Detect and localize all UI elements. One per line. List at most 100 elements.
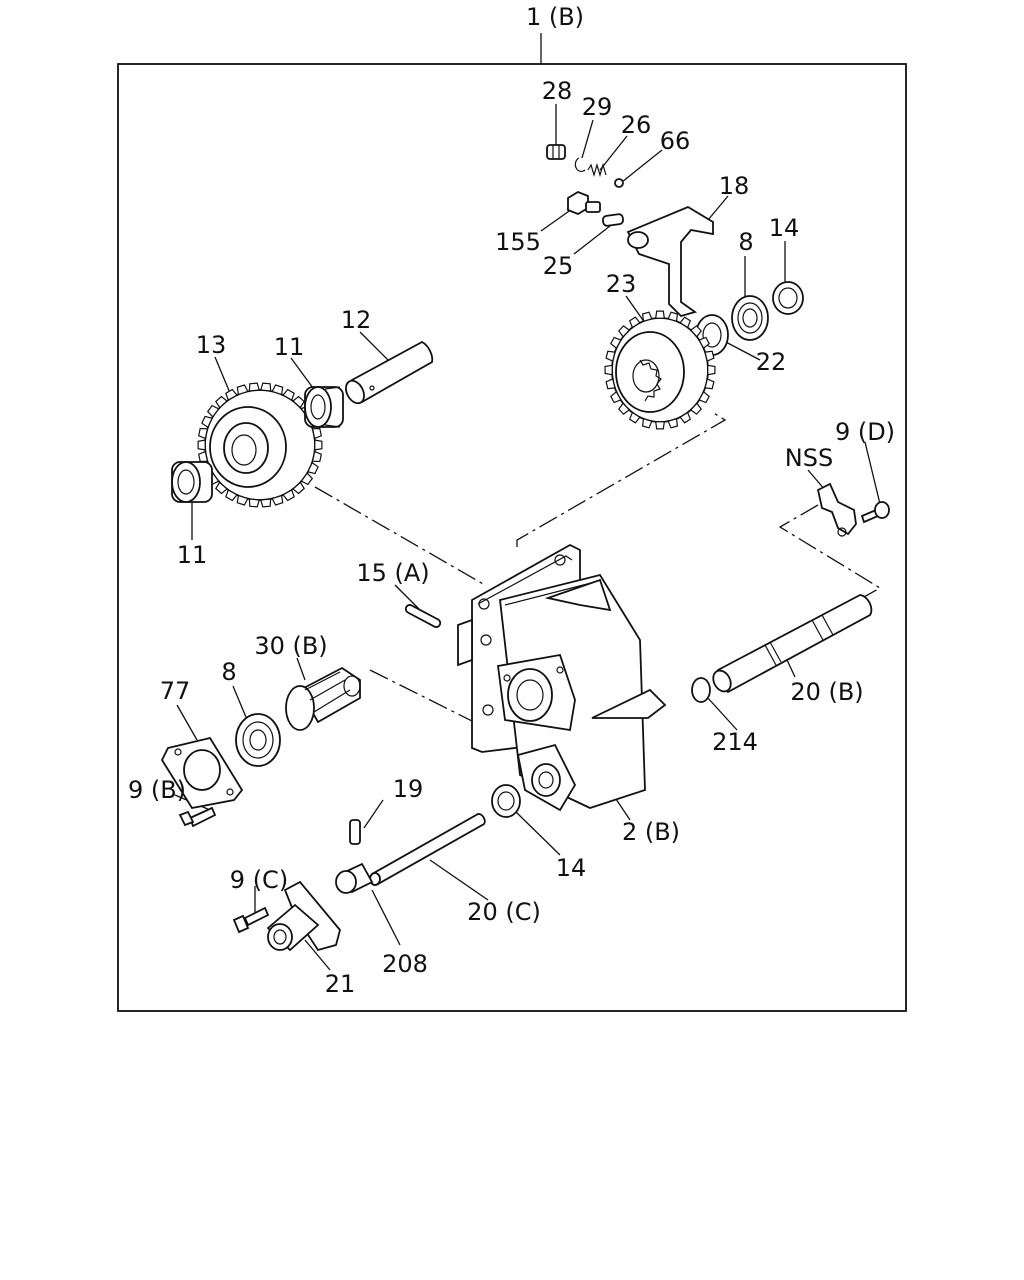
bearing-8-top [731, 295, 769, 341]
callout-28: 28 [542, 77, 573, 105]
gear-tooth [271, 494, 284, 506]
gear-tooth [604, 364, 613, 376]
gear-tooth [698, 390, 710, 404]
bearing-8-left [235, 713, 281, 767]
gear-tooth [704, 350, 715, 362]
leader-lines [174, 104, 881, 971]
gear-tooth [667, 311, 679, 322]
callout-nss: NSS [785, 444, 833, 472]
callout-30b: 30 (B) [254, 632, 327, 660]
bracket-nss [816, 482, 857, 537]
callout-11-top: 11 [274, 333, 305, 361]
gear-13 [197, 382, 323, 508]
cover-21 [266, 880, 341, 952]
gear-tooth [236, 384, 249, 396]
callout-14-top: 14 [769, 214, 800, 242]
needle-bearing-11-upper [304, 386, 344, 428]
ball-66 [614, 178, 624, 188]
gear-tooth [628, 411, 641, 424]
gear-tooth [198, 450, 209, 463]
gear-tooth [628, 316, 641, 329]
gear-tooth [260, 382, 272, 392]
spring-26 [587, 162, 607, 178]
callout-66: 66 [660, 127, 691, 155]
shift-fork-18 [626, 205, 714, 318]
callout-11-bottom: 11 [177, 541, 208, 569]
callout-155: 155 [495, 228, 541, 256]
gear-tooth [707, 364, 716, 376]
pin-25 [602, 213, 624, 227]
gear-tooth [225, 388, 238, 401]
bolt-9d [860, 501, 890, 524]
gear-tooth [605, 350, 616, 362]
gear-tooth [641, 418, 653, 429]
callout-22: 22 [756, 348, 787, 376]
gear-tooth [311, 450, 322, 463]
gear-tooth [610, 336, 622, 350]
gear-tooth [236, 494, 249, 506]
callout-14-bottom: 14 [556, 854, 587, 882]
gear-tooth [271, 384, 284, 396]
callout-25: 25 [543, 252, 574, 280]
callout-assembly: 1 (B) [526, 3, 584, 31]
gear-tooth [667, 418, 679, 429]
screw-28 [546, 144, 566, 160]
pinion-30b [285, 666, 361, 731]
gear-tooth [618, 325, 631, 338]
callout-18: 18 [719, 172, 750, 200]
snap-ring-29 [574, 157, 586, 173]
cover-77 [160, 736, 244, 809]
gear-tooth [618, 402, 631, 415]
gear-tooth [206, 404, 220, 418]
collar-14-bottom [491, 784, 521, 818]
callout-8-top: 8 [738, 228, 753, 256]
gear-tooth [197, 439, 206, 451]
gear-tooth [679, 316, 692, 329]
gear-tooth [201, 415, 213, 429]
plug-155 [567, 190, 601, 216]
gear-tooth [704, 378, 715, 390]
callout-13: 13 [196, 331, 227, 359]
gear-tooth [198, 427, 209, 440]
callout-23: 23 [606, 270, 637, 298]
callout-214: 214 [712, 728, 758, 756]
gear-tooth [307, 461, 319, 475]
bolt-9c [232, 906, 270, 934]
callout-29: 29 [582, 93, 613, 121]
gear-23 [604, 310, 716, 430]
gear-tooth [248, 382, 260, 392]
callout-15a: 15 (A) [356, 559, 429, 587]
gear-tooth [689, 402, 702, 415]
gear-tooth [641, 311, 653, 322]
callout-labels: 1 (B) 28 29 26 66 18 155 25 8 14 23 22 1… [128, 3, 895, 998]
callout-9c: 9 (C) [230, 866, 288, 894]
collar-14-top [772, 281, 804, 315]
gear-tooth [679, 411, 692, 424]
diagram-frame [117, 63, 907, 1012]
callout-12: 12 [341, 306, 372, 334]
transfer-case-2b [457, 543, 667, 812]
shift-block-208 [335, 862, 374, 894]
pin-15a [404, 604, 442, 628]
gear-tooth [248, 498, 260, 508]
gear-tooth [300, 472, 314, 486]
callout-20c: 20 (C) [467, 898, 541, 926]
needle-bearing-11-lower [171, 461, 213, 503]
gear-tooth [311, 427, 322, 440]
gear-tooth [215, 395, 228, 409]
callout-2b: 2 (B) [622, 818, 680, 846]
callout-26: 26 [621, 111, 652, 139]
shaft-20b [712, 594, 873, 694]
shaft-20c [369, 813, 486, 886]
gear-tooth [655, 310, 665, 319]
callout-21: 21 [325, 970, 356, 998]
bolt-9b [178, 806, 217, 828]
callout-8-left: 8 [221, 658, 236, 686]
o-ring-214 [691, 677, 711, 703]
gear-tooth [605, 378, 616, 390]
callout-208: 208 [382, 950, 428, 978]
gear-tooth [698, 336, 710, 350]
gear-tooth [282, 388, 295, 401]
gear-tooth [282, 489, 295, 502]
